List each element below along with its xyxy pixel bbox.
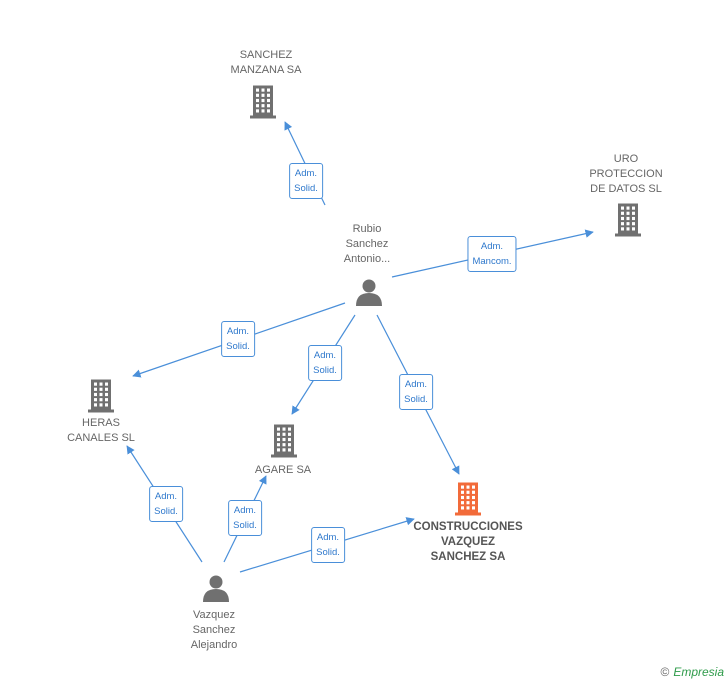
edge-label[interactable]: Adm. Solid. [289, 163, 323, 199]
icons-layer [88, 85, 641, 603]
node-label-line: CANALES SL [67, 432, 135, 444]
person-icon[interactable] [356, 279, 382, 307]
edge-label[interactable]: Adm. Mancom. [467, 236, 517, 272]
node-label-agare[interactable]: AGARE SA [255, 463, 311, 478]
building-icon[interactable] [455, 482, 481, 516]
edges-layer [126, 121, 594, 573]
edge-label-line: Solid. [313, 365, 337, 376]
edge-label[interactable]: Adm. Solid. [311, 527, 345, 563]
node-label-line: DE DATOS SL [590, 182, 662, 195]
node-label-line: Vazquez [192, 608, 235, 621]
node-label-line: SANCHEZ [239, 49, 293, 61]
node-label-sanchez-manzana[interactable]: SANCHEZ MANZANA SA [231, 48, 302, 78]
copyright-icon: © [660, 665, 670, 679]
building-icon[interactable] [271, 424, 297, 458]
edge-label-line: Adm. [404, 379, 428, 390]
node-label-line: Alejandro [190, 638, 238, 651]
edge-label-line: Adm. [480, 241, 504, 252]
edge-label-line: Adm. [154, 491, 178, 502]
node-label-line: VAZQUEZ [440, 535, 496, 548]
building-icon[interactable] [250, 85, 276, 119]
node-label-line: Sanchez [345, 237, 389, 250]
node-label-line: AGARE SA [254, 463, 312, 476]
edge-label-line: Solid. [404, 394, 428, 405]
edge-label[interactable]: Adm. Solid. [399, 374, 433, 410]
node-label-line: PROTECCION [589, 167, 663, 180]
node-label-line: Rubio [352, 222, 382, 235]
edge-label-line: Solid. [316, 547, 340, 558]
edge-label-line: Adm. [226, 326, 250, 337]
node-label-line: SANCHEZ SA [430, 550, 506, 563]
edge-label[interactable]: Adm. Solid. [221, 321, 255, 357]
edge-label-line: Adm. [294, 168, 318, 179]
node-label-line: URO [613, 152, 639, 165]
edge-label-line: Solid. [226, 341, 250, 352]
footer: ©Empresia [660, 665, 724, 679]
node-label-heras-canales[interactable]: HERAS CANALES SL [67, 416, 135, 446]
building-icon[interactable] [88, 379, 114, 413]
node-label-line: HERAS [82, 417, 120, 429]
node-label-construcciones-vazquez[interactable]: CONSTRUCCIONES VAZQUEZ SANCHEZ SA [413, 520, 522, 565]
edge-label-line: Adm. [316, 532, 340, 543]
edge-label-line: Solid. [294, 183, 318, 194]
edge-label-line: Adm. [313, 350, 337, 361]
node-label-line: CONSTRUCCIONES [413, 520, 523, 533]
edge-label[interactable]: Adm. Solid. [149, 486, 183, 522]
node-label-line: Antonio... [343, 252, 391, 265]
edge-label-line: Mancom. [472, 256, 512, 267]
edge-label[interactable]: Adm. Solid. [228, 500, 262, 536]
person-icon[interactable] [203, 575, 229, 603]
node-label-uro-proteccion[interactable]: URO PROTECCION DE DATOS SL [589, 152, 662, 197]
brand-logo[interactable]: Empresia [673, 665, 724, 679]
edge-label-line: Solid. [233, 520, 257, 531]
edge-label-line: Solid. [154, 506, 178, 517]
node-label-line: MANZANA SA [230, 64, 302, 76]
building-icon[interactable] [615, 203, 641, 237]
edge-label-line: Adm. [233, 505, 257, 516]
node-label-line: Sanchez [192, 623, 236, 636]
edge-label[interactable]: Adm. Solid. [308, 345, 342, 381]
